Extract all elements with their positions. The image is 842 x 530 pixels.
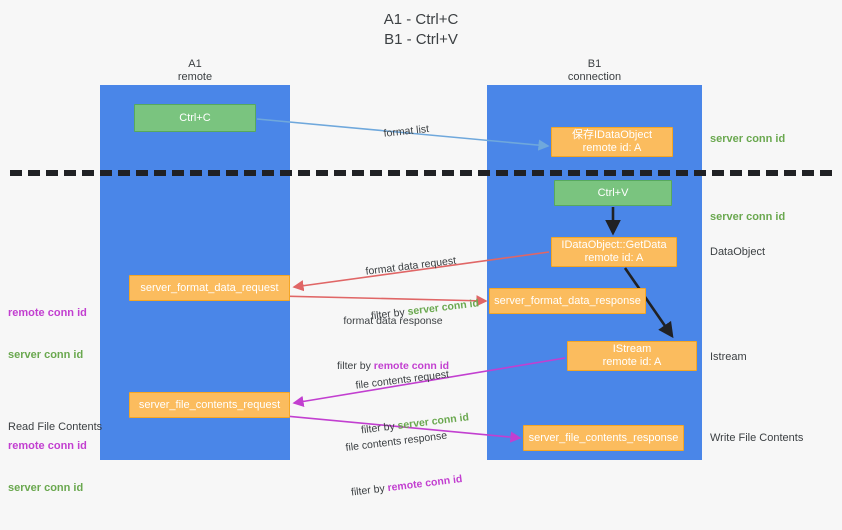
arrow-label-format-data-response: format data response filter by remote co… — [337, 284, 449, 404]
arrow-label-format-list: format list — [370, 107, 432, 158]
box-ctrl-v[interactable]: Ctrl+V — [554, 180, 672, 206]
box-idataobject-getdata-label: IDataObject::GetData — [561, 239, 667, 251]
arrow-label-format-list-line1: format list — [383, 123, 430, 140]
box-istream-sub: remote id: A — [602, 356, 662, 368]
box-server-format-data-response-label: server_format_data_response — [494, 294, 641, 307]
box-ctrl-c[interactable]: Ctrl+C — [134, 104, 256, 132]
arrow-label-file-contents-request-line1: file contents request — [354, 368, 450, 392]
phase-divider — [10, 170, 832, 176]
filter-prefix: filter by — [337, 360, 374, 372]
left-label-read-conn-ids: remote conn id server conn id — [8, 411, 87, 523]
right-label-write-file-contents: Write File Contents — [710, 432, 804, 444]
lane-header-b1: B1 connection — [567, 58, 622, 83]
arrow-label-format-data-response-line1: format data response — [343, 315, 443, 327]
right-label-dataobject: DataObject — [710, 246, 766, 258]
box-server-file-contents-request-label: server_file_contents_request — [138, 398, 281, 411]
right-label-server-conn-id-top: server conn id — [710, 133, 786, 145]
filter-key-remote-conn-id: remote conn id — [373, 360, 450, 372]
arrow-label-format-data-request-line1: format data request — [364, 254, 457, 278]
box-server-file-contents-request[interactable]: server_file_contents_request — [129, 392, 290, 418]
diagram-canvas: A1 - Ctrl+C B1 - Ctrl+V A1 remote B1 con… — [8, 11, 832, 499]
arrow-label-file-contents-response: file contents response filter by remote … — [341, 398, 467, 530]
arrow-label-file-contents-response-line1: file contents response — [344, 429, 448, 454]
box-save-idataobject-label: 保存IDataObject — [571, 129, 653, 141]
box-ctrl-v-label: Ctrl+V — [597, 186, 629, 199]
arrow-label-format-data-response-filter: filter by remote conn id — [337, 359, 449, 374]
box-server-file-contents-response-label: server_file_contents_response — [528, 431, 679, 444]
box-server-format-data-request[interactable]: server_format_data_request — [129, 275, 290, 301]
box-server-file-contents-response[interactable]: server_file_contents_response — [523, 425, 684, 451]
left-label-read-file-contents: Read File Contents — [8, 392, 102, 462]
filter-key-remote-conn-id: remote conn id — [386, 473, 464, 495]
box-istream-label: IStream — [612, 343, 652, 355]
right-label-istream: Istream — [710, 351, 747, 363]
left-label-read-file-contents-title: Read File Contents — [8, 421, 103, 433]
box-save-idataobject[interactable]: 保存IDataObject remote id: A — [551, 127, 673, 157]
arrow-label-file-contents-response-filter: filter by remote conn id — [350, 472, 463, 501]
box-server-format-data-response[interactable]: server_format_data_response — [489, 288, 646, 314]
left-label-format-conn-ids: remote conn id server conn id — [8, 278, 87, 390]
box-ctrl-c-label: Ctrl+C — [179, 111, 211, 124]
left-label-remote-conn-id: remote conn id — [8, 307, 87, 319]
box-save-idataobject-sub: remote id: A — [582, 142, 642, 154]
box-idataobject-getdata[interactable]: IDataObject::GetData remote id: A — [551, 237, 677, 267]
lane-header-a1: A1 remote — [177, 58, 213, 83]
box-server-format-data-request-label: server_format_data_request — [140, 281, 279, 294]
left-label-remote-conn-id: remote conn id — [8, 440, 87, 452]
right-label-server-conn-id-second: server conn id — [710, 211, 786, 223]
box-istream[interactable]: IStream remote id: A — [567, 341, 697, 371]
box-idataobject-getdata-sub: remote id: A — [584, 252, 644, 264]
left-label-server-conn-id: server conn id — [8, 482, 84, 494]
left-label-server-conn-id: server conn id — [8, 349, 84, 361]
diagram-title: A1 - Ctrl+C B1 - Ctrl+V — [383, 11, 459, 48]
